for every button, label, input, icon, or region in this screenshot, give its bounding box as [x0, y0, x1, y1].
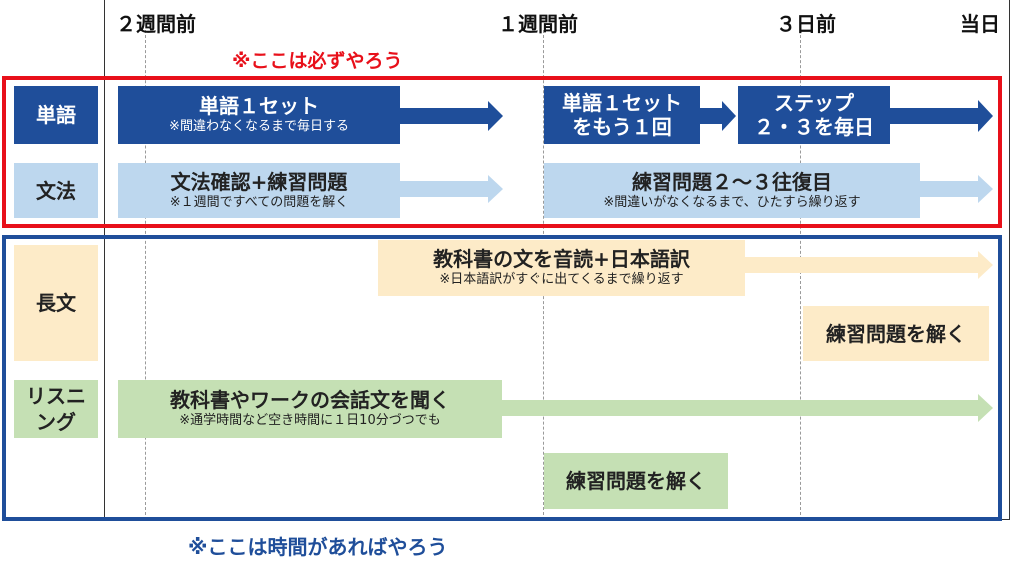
task-reading-exercises: 練習問題を解く	[803, 306, 989, 361]
row-label-listening: リスニ ング	[14, 380, 98, 438]
task-listening-dialogue-title: 教科書やワークの会話文を聞く	[170, 388, 450, 412]
gridline-three-days	[800, 30, 801, 520]
row-label-reading-text: 長文	[36, 291, 76, 315]
task-grammar-practice: 文法確認+練習問題 ※１週間ですべての問題を解く	[118, 163, 400, 218]
task-reading-aloud-title: 教科書の文を音読+日本語訳	[433, 247, 690, 271]
task-reading-aloud-note: ※日本語訳がすぐに出てくるまで繰り返す	[439, 272, 684, 287]
must-do-note: ※ここは必ずやろう	[232, 50, 403, 72]
must-do-group-box	[2, 76, 1002, 228]
row-label-vocab: 単語	[14, 86, 98, 144]
task-listening-dialogue: 教科書やワークの会話文を聞く ※通学時間など空き時間に１日10分づつでも	[118, 380, 502, 438]
task-vocab-repeat: 単語１セット をもう１回	[544, 86, 700, 144]
row-label-vocab-text: 単語	[36, 103, 76, 127]
task-vocab-repeat-line2: をもう１回	[572, 115, 672, 139]
timeline-label-day-of: 当日	[960, 12, 1000, 36]
row-label-grammar: 文法	[14, 163, 98, 218]
task-listening-dialogue-note: ※通学時間など空き時間に１日10分づつでも	[179, 413, 441, 428]
timeline-label-two-weeks: ２週間前	[116, 12, 196, 36]
reading-arrow	[745, 251, 993, 279]
task-listening-exercises: 練習問題を解く	[544, 453, 728, 509]
row-label-grammar-text: 文法	[36, 178, 76, 203]
vocab-arrow-1	[400, 101, 503, 131]
task-vocab-steps-line1: ステップ	[774, 91, 854, 115]
task-vocab-steps-line2: ２・３を毎日	[754, 115, 874, 139]
task-listening-exercises-title: 練習問題を解く	[566, 469, 706, 493]
row-label-reading: 長文	[14, 245, 98, 361]
task-vocab-set-title: 単語１セット	[199, 94, 319, 118]
task-grammar-practice-note: ※１週間ですべての問題を解く	[169, 194, 349, 210]
row-label-listening-line2: ング	[36, 410, 76, 434]
grammar-arrow-1	[400, 175, 503, 203]
listening-arrow	[502, 394, 993, 422]
if-time-note: ※ここは時間があればやろう	[188, 535, 448, 559]
timeline-label-three-days: ３日前	[776, 12, 836, 36]
task-vocab-set: 単語１セット ※間違わなくなるまで毎日する	[118, 86, 400, 144]
task-vocab-repeat-line1: 単語１セット	[562, 91, 682, 115]
vocab-arrow-3	[890, 100, 993, 132]
task-grammar-repeat-title: 練習問題２～３往復目	[632, 169, 832, 194]
task-grammar-practice-title: 文法確認+練習問題	[170, 169, 348, 194]
timeline-label-one-week: １週間前	[498, 12, 578, 36]
optional-group-box	[2, 235, 1002, 521]
task-vocab-steps: ステップ ２・３を毎日	[738, 86, 890, 144]
row-label-listening-line1: リスニ	[26, 384, 86, 408]
vocab-arrow-2	[700, 101, 736, 131]
task-vocab-set-note: ※間違わなくなるまで毎日する	[169, 119, 349, 134]
grammar-arrow-2	[920, 175, 993, 203]
task-grammar-repeat: 練習問題２～３往復目 ※間違いがなくなるまで、ひたすら繰り返す	[544, 163, 920, 218]
task-reading-exercises-title: 練習問題を解く	[826, 321, 966, 346]
gridline-two-weeks	[145, 30, 146, 520]
task-reading-aloud: 教科書の文を音読+日本語訳 ※日本語訳がすぐに出てくるまで繰り返す	[378, 240, 745, 296]
task-grammar-repeat-note: ※間違いがなくなるまで、ひたすら繰り返す	[603, 194, 861, 210]
